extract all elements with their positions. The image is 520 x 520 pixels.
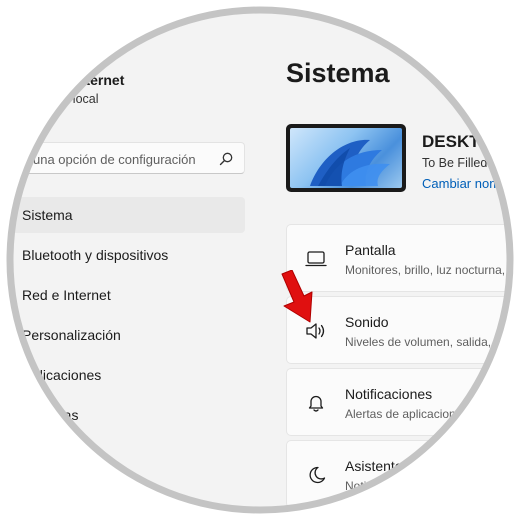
sidebar-item-red-internet[interactable]: Red e Internet — [22, 287, 111, 303]
card-description: Niveles de volumen, salida, e — [345, 335, 502, 349]
sidebar-item-sistema[interactable]: Sistema — [12, 197, 245, 233]
main-content: Sistema DESKTO To Be Filled Cambiar nom … — [262, 0, 520, 520]
card-description: Monitores, brillo, luz nocturna, — [345, 263, 506, 277]
card-title: Sonido — [345, 314, 389, 330]
card-notificaciones[interactable]: Notificaciones Alertas de aplicacione — [286, 368, 520, 436]
card-title: Notificaciones — [345, 386, 433, 402]
card-description: Notifica — [345, 479, 386, 493]
device-name: DESKTO — [422, 132, 493, 151]
speaker-icon — [306, 323, 325, 339]
page-title: Sistema — [286, 58, 390, 88]
sidebar-item-personalizacion[interactable]: Personalización — [22, 327, 121, 343]
rename-device-link[interactable]: Cambiar nom — [422, 176, 501, 191]
card-title: Pantalla — [345, 242, 396, 258]
sidebar: etic Internet enta local Sistema Bluetoo… — [12, 72, 245, 463]
moon-icon — [309, 466, 326, 484]
search-box[interactable] — [18, 142, 245, 174]
red-arrow-icon — [281, 270, 313, 323]
search-icon[interactable] — [218, 151, 234, 167]
card-title: Asistente d — [345, 458, 415, 474]
bell-icon — [308, 395, 324, 412]
sidebar-item-bluetooth[interactable]: Bluetooth y dispositivos — [22, 247, 169, 263]
device-thumbnail — [286, 124, 406, 192]
device-model: To Be Filled — [422, 156, 488, 170]
account-name: etic Internet — [45, 72, 125, 88]
bloom-wallpaper-icon — [310, 139, 390, 186]
search-input[interactable] — [33, 149, 218, 169]
sidebar-item-cuentas[interactable]: ntas — [52, 407, 79, 423]
wallpaper-preview — [290, 128, 402, 188]
card-asistente[interactable]: Asistente d Notifica — [286, 440, 520, 508]
card-description: Alertas de aplicacione — [345, 407, 463, 421]
sidebar-item-aplicaciones[interactable]: plicaciones — [32, 367, 102, 383]
account-type: enta local — [45, 92, 99, 106]
monitor-icon — [305, 251, 327, 267]
